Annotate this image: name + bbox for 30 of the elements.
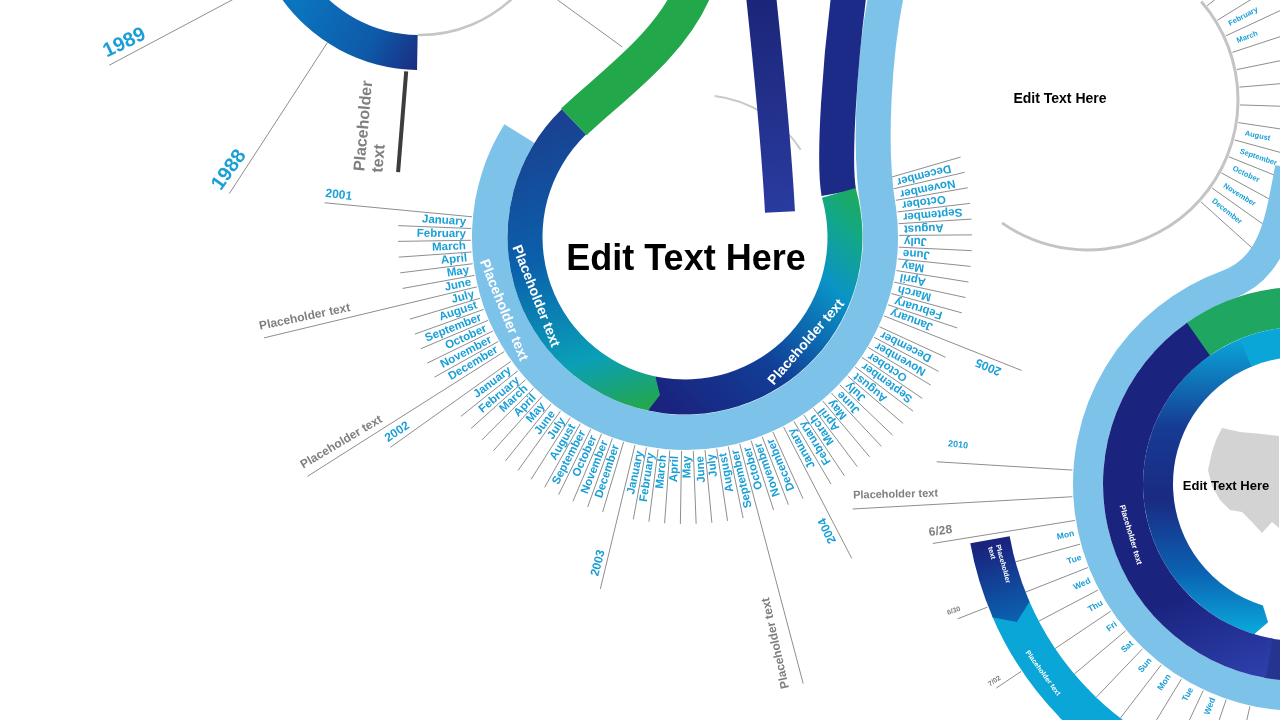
hub-title: Edit Text Here [1013,91,1107,107]
day-label: Tue [1180,685,1195,703]
year-label: 1989 [99,22,149,60]
annotation-text: Placeholder text [350,78,390,174]
year-label: 2003 [587,548,607,578]
day-label: Mon [1056,528,1076,541]
annotation-text: Placeholder text [258,300,352,332]
month-label: May [901,260,925,274]
year-label: 2004 [816,516,839,546]
year-label: 2005 [974,356,1004,378]
month-label: July [705,453,720,478]
day-label: Sun [1136,656,1153,675]
day-label: Wed [1202,696,1218,717]
hub-title: Edit Text Here [566,238,806,278]
date-label: 6/28 [928,523,953,539]
month-label: June [693,455,707,483]
month-label: April [668,455,682,483]
year-label: 2001 [325,186,354,203]
hub-title: Edit Text Here [1182,478,1270,494]
day-label: Fri [1104,619,1119,633]
day-label: Tue [1065,552,1083,566]
year-label: 2010 [947,439,969,451]
day-label: Sat [1119,639,1135,655]
month-label: March [432,240,467,254]
day-label: Wed [1072,576,1092,592]
month-label: May [681,455,694,479]
annotation-text: Placeholder text [853,487,939,501]
day-label: Thu [1086,598,1104,614]
month-label: July [903,235,928,248]
month-label: August [903,222,944,236]
